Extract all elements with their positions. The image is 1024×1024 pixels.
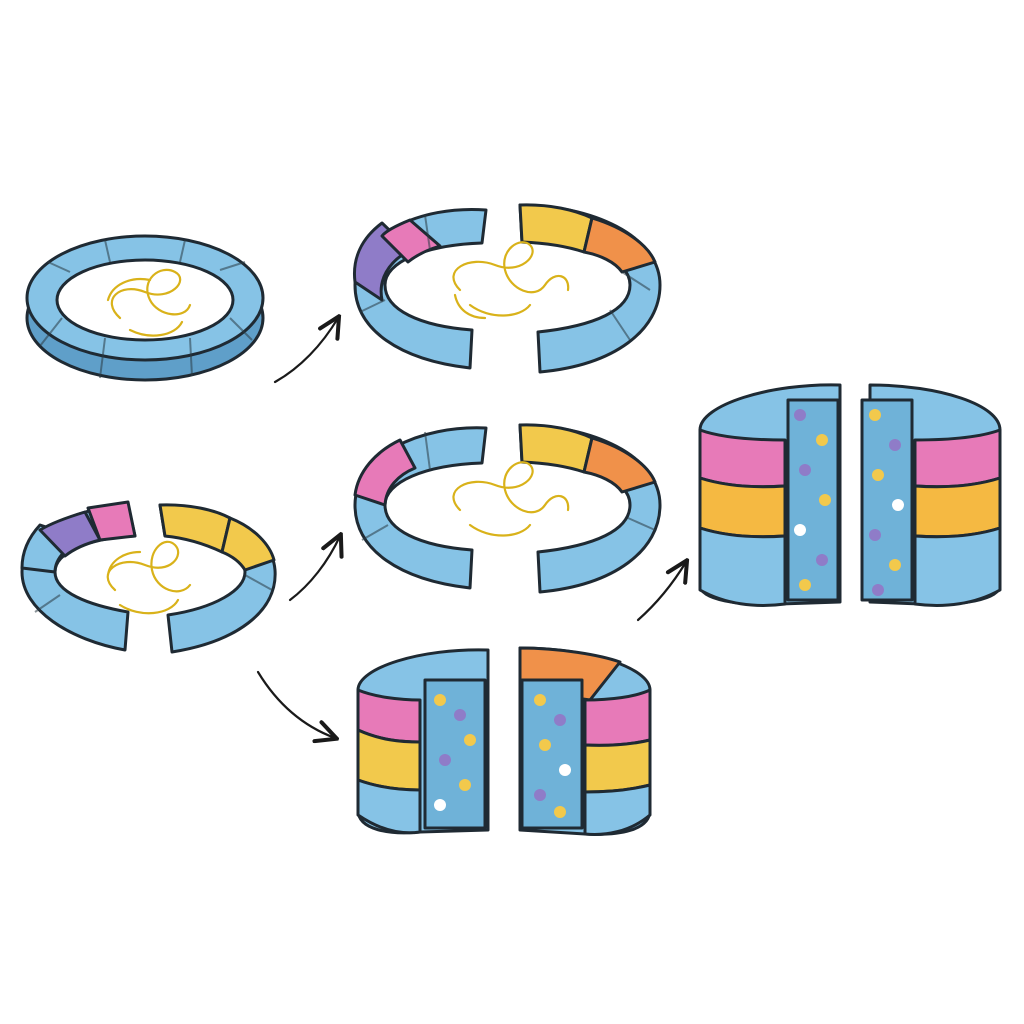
packed-molecules [860,398,914,602]
dna-strand [106,268,192,337]
packed-molecules [520,678,584,830]
open-ring [20,500,277,654]
split-ring-middle [353,423,662,594]
molecule-dots [794,409,904,596]
arrow-split-to-assembled [636,562,686,622]
arrow-open-to-split-middle [288,536,340,602]
arrow-open-to-open-stack [256,670,335,738]
closed-ring [25,234,265,382]
assembled-stack [698,383,1002,607]
split-ring-top [352,203,662,374]
dna-strand [452,241,570,320]
molecule-dots [434,694,571,818]
dna-strand [452,461,570,537]
arrow-closed-to-split-top [273,318,338,384]
dna-strand [106,540,192,615]
packed-molecules [423,678,487,830]
open-stack [356,646,652,836]
